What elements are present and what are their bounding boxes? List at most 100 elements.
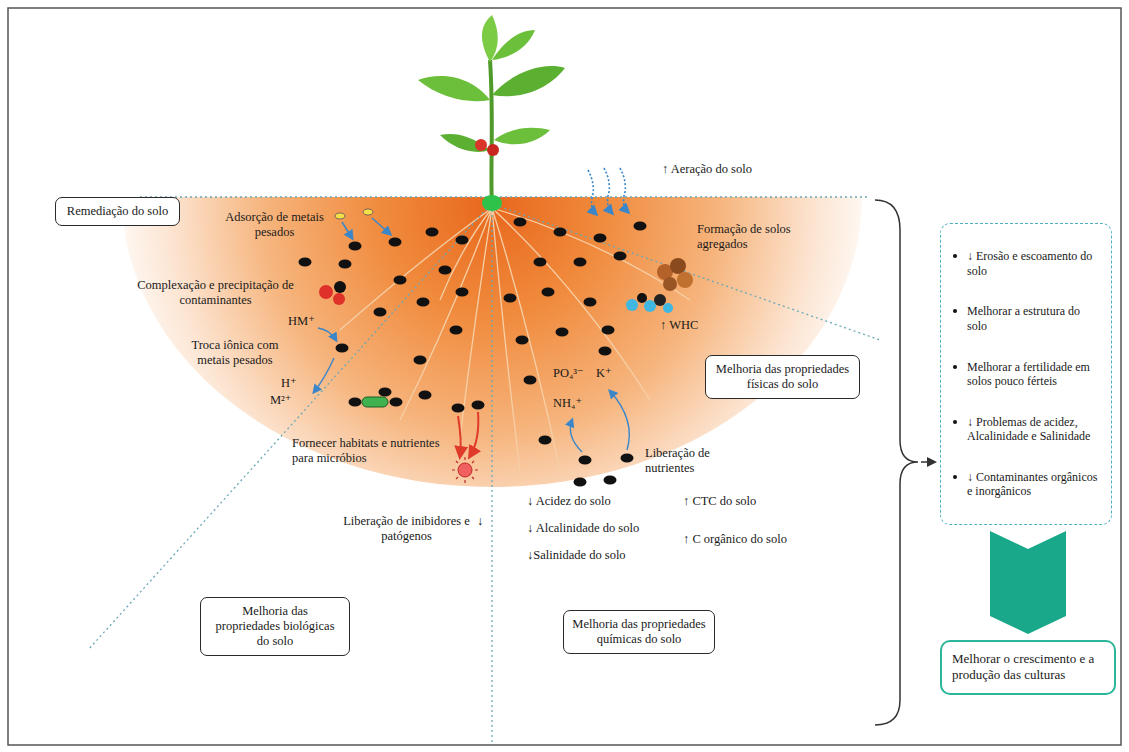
particle-dot — [389, 238, 402, 247]
particle-dot — [614, 252, 627, 261]
particle-dot — [539, 436, 552, 445]
particle-dot — [579, 456, 592, 465]
summary-bracket — [875, 200, 934, 725]
particle-dot — [349, 242, 362, 251]
particle-dot — [534, 258, 547, 267]
bullet-dot — [953, 309, 957, 313]
section-box: Melhoria das propriedades químicas do so… — [563, 610, 715, 654]
particle-dot — [574, 258, 587, 267]
node-text: Melhorar o crescimento e a produção das … — [952, 651, 1104, 684]
particle-dot — [299, 258, 312, 267]
annotation-label: K⁺ — [596, 366, 612, 381]
annotation-label: Fornecer habitats e nutrientes para micr… — [292, 436, 442, 466]
annotation-label: ↑ C orgânico do solo — [683, 532, 787, 547]
particle-dot — [524, 376, 537, 385]
particle-dot — [514, 218, 527, 227]
plant — [418, 15, 565, 211]
water-molecules — [626, 293, 673, 313]
annotation-label: Liberação de inibidores e patógenos — [338, 514, 475, 544]
particle-dot — [374, 308, 387, 317]
annotation-label: ↑ CTC do solo — [683, 494, 756, 509]
section-box: Melhoria das propriedades físicas do sol… — [705, 355, 860, 399]
bullet-dot — [953, 365, 957, 369]
particle-dot — [390, 398, 403, 407]
particle-dot — [602, 326, 615, 335]
bullet-item: ↓ Problemas de acidez, Alcalinidade e Sa… — [949, 415, 1101, 444]
particle-dot — [439, 266, 452, 275]
particle-dot — [621, 454, 634, 463]
bullet-dot — [953, 254, 957, 258]
bullet-item: Melhorar a estrutura do solo — [949, 304, 1101, 333]
microbe — [362, 397, 388, 407]
particle-dot — [599, 347, 612, 356]
section-box: Melhoria das propriedades biológicas do … — [200, 597, 350, 656]
particle-dot — [452, 404, 465, 413]
pathogen-arrows — [458, 412, 478, 456]
particle-dot — [419, 391, 432, 400]
bullet-dot — [953, 475, 957, 479]
particle-dot — [556, 328, 569, 337]
annotation-label: Troca iônica com metais pesados — [180, 338, 290, 368]
annotation-label: Formação de solos agregados — [697, 222, 812, 252]
annotation-label: Adsorção de metais pesados — [222, 210, 327, 240]
annotation-label: HM⁺ — [288, 314, 315, 329]
annotation-label: Complexação e precipitação de contaminan… — [118, 278, 313, 308]
particle-dot — [456, 236, 469, 245]
particle-dot — [349, 398, 362, 407]
adsorption-symbols — [335, 209, 390, 238]
node-text: Melhoria das propriedades químicas do so… — [572, 617, 706, 647]
benefit-list-box: ↓ Erosão e escoamento do soloMelhorar a … — [940, 223, 1112, 525]
annotation-label: ↑ WHC — [660, 318, 698, 333]
node-text: Melhorar a fertilidade em solos pouco fé… — [967, 360, 1101, 389]
particle-dot — [414, 356, 427, 365]
node-text: ↓ Problemas de acidez, Alcalinidade e Sa… — [967, 415, 1101, 444]
bullet-item: ↓ Erosão e escoamento do solo — [949, 249, 1101, 278]
node-text: Melhoria das propriedades físicas do sol… — [714, 362, 851, 392]
node-text: ↓ Contaminantes orgânicos e inorgânicos — [967, 470, 1101, 499]
particle-dot — [450, 326, 463, 335]
annotation-label: PO₄³⁻ — [553, 366, 584, 381]
particle-dot — [516, 336, 529, 345]
particle-dot — [417, 298, 430, 307]
particle-dot — [379, 388, 392, 397]
annotation-label: ↓ — [477, 514, 483, 529]
particle-dot — [339, 260, 352, 269]
annotation-label: ↓ Acidez do solo — [527, 494, 611, 509]
annotation-label: H⁺ — [281, 376, 297, 391]
aeration-arrows — [588, 168, 628, 214]
node-text: ↓ Erosão e escoamento do solo — [967, 249, 1101, 278]
particle-dot — [456, 288, 469, 297]
bullet-dot — [953, 420, 957, 424]
node-text: Melhoria das propriedades biológicas do … — [209, 604, 341, 649]
particle-dot — [336, 344, 349, 353]
bullet-item: Melhorar a fertilidade em solos pouco fé… — [949, 360, 1101, 389]
particle-dot — [574, 478, 587, 487]
particle-dot — [554, 228, 567, 237]
node-text: Melhorar a estrutura do solo — [967, 304, 1101, 333]
outcome-box: Melhorar o crescimento e a produção das … — [940, 640, 1116, 695]
particle-dot — [472, 401, 485, 410]
annotation-label: ↓Salinidade do solo — [527, 548, 626, 563]
particle-dot — [634, 222, 647, 231]
annotation-label: ↓ Alcalinidade do solo — [527, 521, 639, 536]
ion-exchange-arrows — [314, 328, 336, 392]
bullet-item: ↓ Contaminantes orgânicos e inorgânicos — [949, 470, 1101, 499]
dotted-dividers — [88, 197, 880, 745]
outer-frame — [8, 8, 1121, 745]
particle-dot — [542, 288, 555, 297]
chevron-arrow — [990, 531, 1066, 634]
annotation-label: NH₄⁺ — [553, 396, 582, 411]
node-text: Remediação do solo — [64, 204, 171, 219]
annotation-label: ↑ Aeração do solo — [662, 162, 752, 177]
soil-aggregates — [657, 258, 693, 291]
particle-dot — [604, 476, 617, 485]
complexation-cluster — [319, 281, 346, 305]
particle-dot — [584, 298, 597, 307]
annotation-label: Liberação de nutrientes — [645, 446, 740, 476]
annotation-label: M²⁺ — [270, 393, 291, 408]
particle-dot — [394, 276, 407, 285]
pathogen — [452, 457, 478, 483]
particle-dot — [594, 234, 607, 243]
